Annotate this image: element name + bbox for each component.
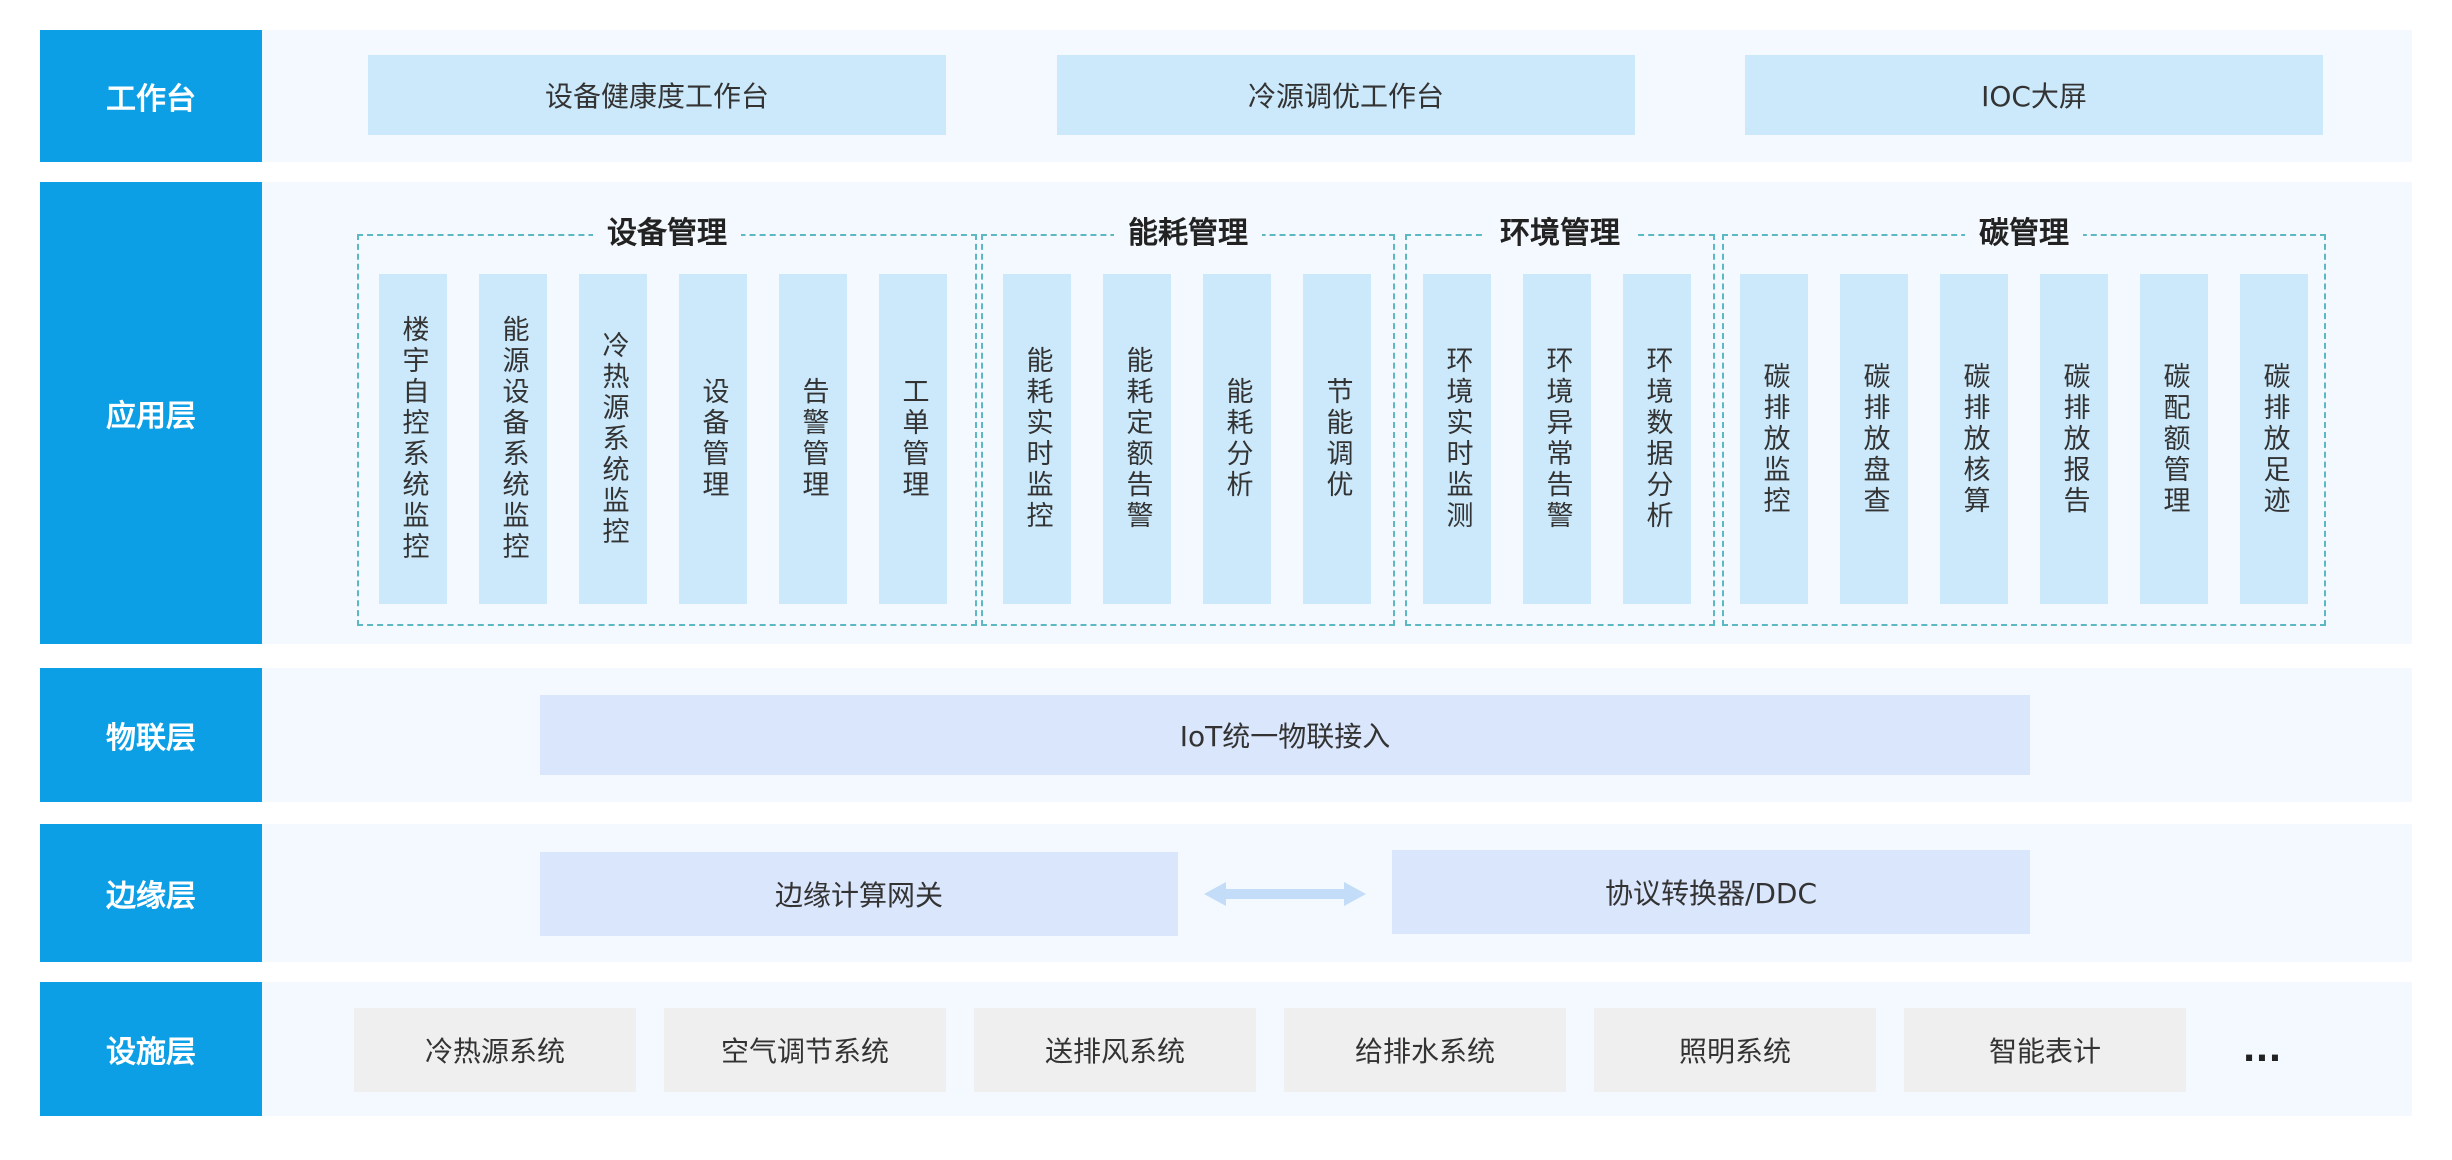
app-item[interactable]: 能耗定额告警 xyxy=(1103,274,1171,604)
facility-smart-meter[interactable]: 智能表计 xyxy=(1904,1008,2186,1092)
workbench-layer: 工作台 设备健康度工作台 冷源调优工作台 IOC大屏 xyxy=(40,30,2412,162)
app-item[interactable]: 能源设备系统监控 xyxy=(479,274,547,604)
workbench-panel: 设备健康度工作台 冷源调优工作台 IOC大屏 xyxy=(262,30,2412,162)
facility-layer-label: 设施层 xyxy=(40,982,262,1116)
app-item[interactable]: 碳排放核算 xyxy=(1940,274,2008,604)
app-item[interactable]: 环境实时监测 xyxy=(1423,274,1491,604)
protocol-converter-ddc[interactable]: 协议转换器/DDC xyxy=(1392,850,2030,934)
group-energy-management: 能耗管理 能耗实时监控 能耗定额告警 能耗分析 节能调优 xyxy=(981,212,1395,626)
application-layer-label: 应用层 xyxy=(40,182,262,644)
facility-air-conditioning-system[interactable]: 空气调节系统 xyxy=(664,1008,946,1092)
iot-layer: 物联层 IoT统一物联接入 xyxy=(40,668,2412,802)
app-item[interactable]: 工单管理 xyxy=(879,274,947,604)
facility-lighting-system[interactable]: 照明系统 xyxy=(1594,1008,1876,1092)
group-carbon-management: 碳管理 碳排放监控 碳排放盘查 碳排放核算 碳排放报告 碳配额管理 碳排放足迹 xyxy=(1722,212,2326,626)
group-environment-management: 环境管理 环境实时监测 环境异常告警 环境数据分析 xyxy=(1405,212,1715,626)
iot-panel: IoT统一物联接入 xyxy=(262,668,2412,802)
application-panel: 设备管理 楼宇自控系统监控 能源设备系统监控 冷热源系统监控 设备管理 告警管理… xyxy=(262,182,2412,644)
iot-unified-access[interactable]: IoT统一物联接入 xyxy=(540,695,2030,775)
facility-ventilation-system[interactable]: 送排风系统 xyxy=(974,1008,1256,1092)
equipment-health-workbench[interactable]: 设备健康度工作台 xyxy=(368,55,946,135)
cooling-optimization-workbench[interactable]: 冷源调优工作台 xyxy=(1057,55,1635,135)
app-item[interactable]: 楼宇自控系统监控 xyxy=(379,274,447,604)
group-equipment-management: 设备管理 楼宇自控系统监控 能源设备系统监控 冷热源系统监控 设备管理 告警管理… xyxy=(357,212,977,626)
group-title: 碳管理 xyxy=(1965,212,2083,256)
group-title: 环境管理 xyxy=(1486,212,1634,256)
app-item[interactable]: 冷热源系统监控 xyxy=(579,274,647,604)
app-item[interactable]: 节能调优 xyxy=(1303,274,1371,604)
edge-layer: 边缘层 边缘计算网关 协议转换器/DDC xyxy=(40,824,2412,962)
more-ellipsis: ... xyxy=(2242,1030,2282,1070)
app-item[interactable]: 碳排放报告 xyxy=(2040,274,2108,604)
edge-layer-label: 边缘层 xyxy=(40,824,262,962)
app-item[interactable]: 能耗实时监控 xyxy=(1003,274,1071,604)
app-item[interactable]: 告警管理 xyxy=(779,274,847,604)
app-item[interactable]: 环境数据分析 xyxy=(1623,274,1691,604)
app-item[interactable]: 设备管理 xyxy=(679,274,747,604)
app-item[interactable]: 环境异常告警 xyxy=(1523,274,1591,604)
facility-panel: 冷热源系统 空气调节系统 送排风系统 给排水系统 照明系统 智能表计 ... xyxy=(262,982,2412,1116)
iot-layer-label: 物联层 xyxy=(40,668,262,802)
facility-layer: 设施层 冷热源系统 空气调节系统 送排风系统 给排水系统 照明系统 智能表计 .… xyxy=(40,982,2412,1116)
app-item[interactable]: 能耗分析 xyxy=(1203,274,1271,604)
group-title: 设备管理 xyxy=(593,212,741,256)
edge-computing-gateway[interactable]: 边缘计算网关 xyxy=(540,852,1178,936)
ioc-screen[interactable]: IOC大屏 xyxy=(1745,55,2323,135)
application-layer: 应用层 设备管理 楼宇自控系统监控 能源设备系统监控 冷热源系统监控 设备管理 … xyxy=(40,182,2412,644)
app-item[interactable]: 碳配额管理 xyxy=(2140,274,2208,604)
bidirectional-arrow-icon xyxy=(1204,882,1366,906)
app-item[interactable]: 碳排放足迹 xyxy=(2240,274,2308,604)
group-title: 能耗管理 xyxy=(1114,212,1262,256)
edge-panel: 边缘计算网关 协议转换器/DDC xyxy=(262,824,2412,962)
app-item[interactable]: 碳排放盘查 xyxy=(1840,274,1908,604)
workbench-layer-label: 工作台 xyxy=(40,30,262,162)
facility-cooling-heating-system[interactable]: 冷热源系统 xyxy=(354,1008,636,1092)
app-item[interactable]: 碳排放监控 xyxy=(1740,274,1808,604)
facility-water-supply-drainage-system[interactable]: 给排水系统 xyxy=(1284,1008,1566,1092)
